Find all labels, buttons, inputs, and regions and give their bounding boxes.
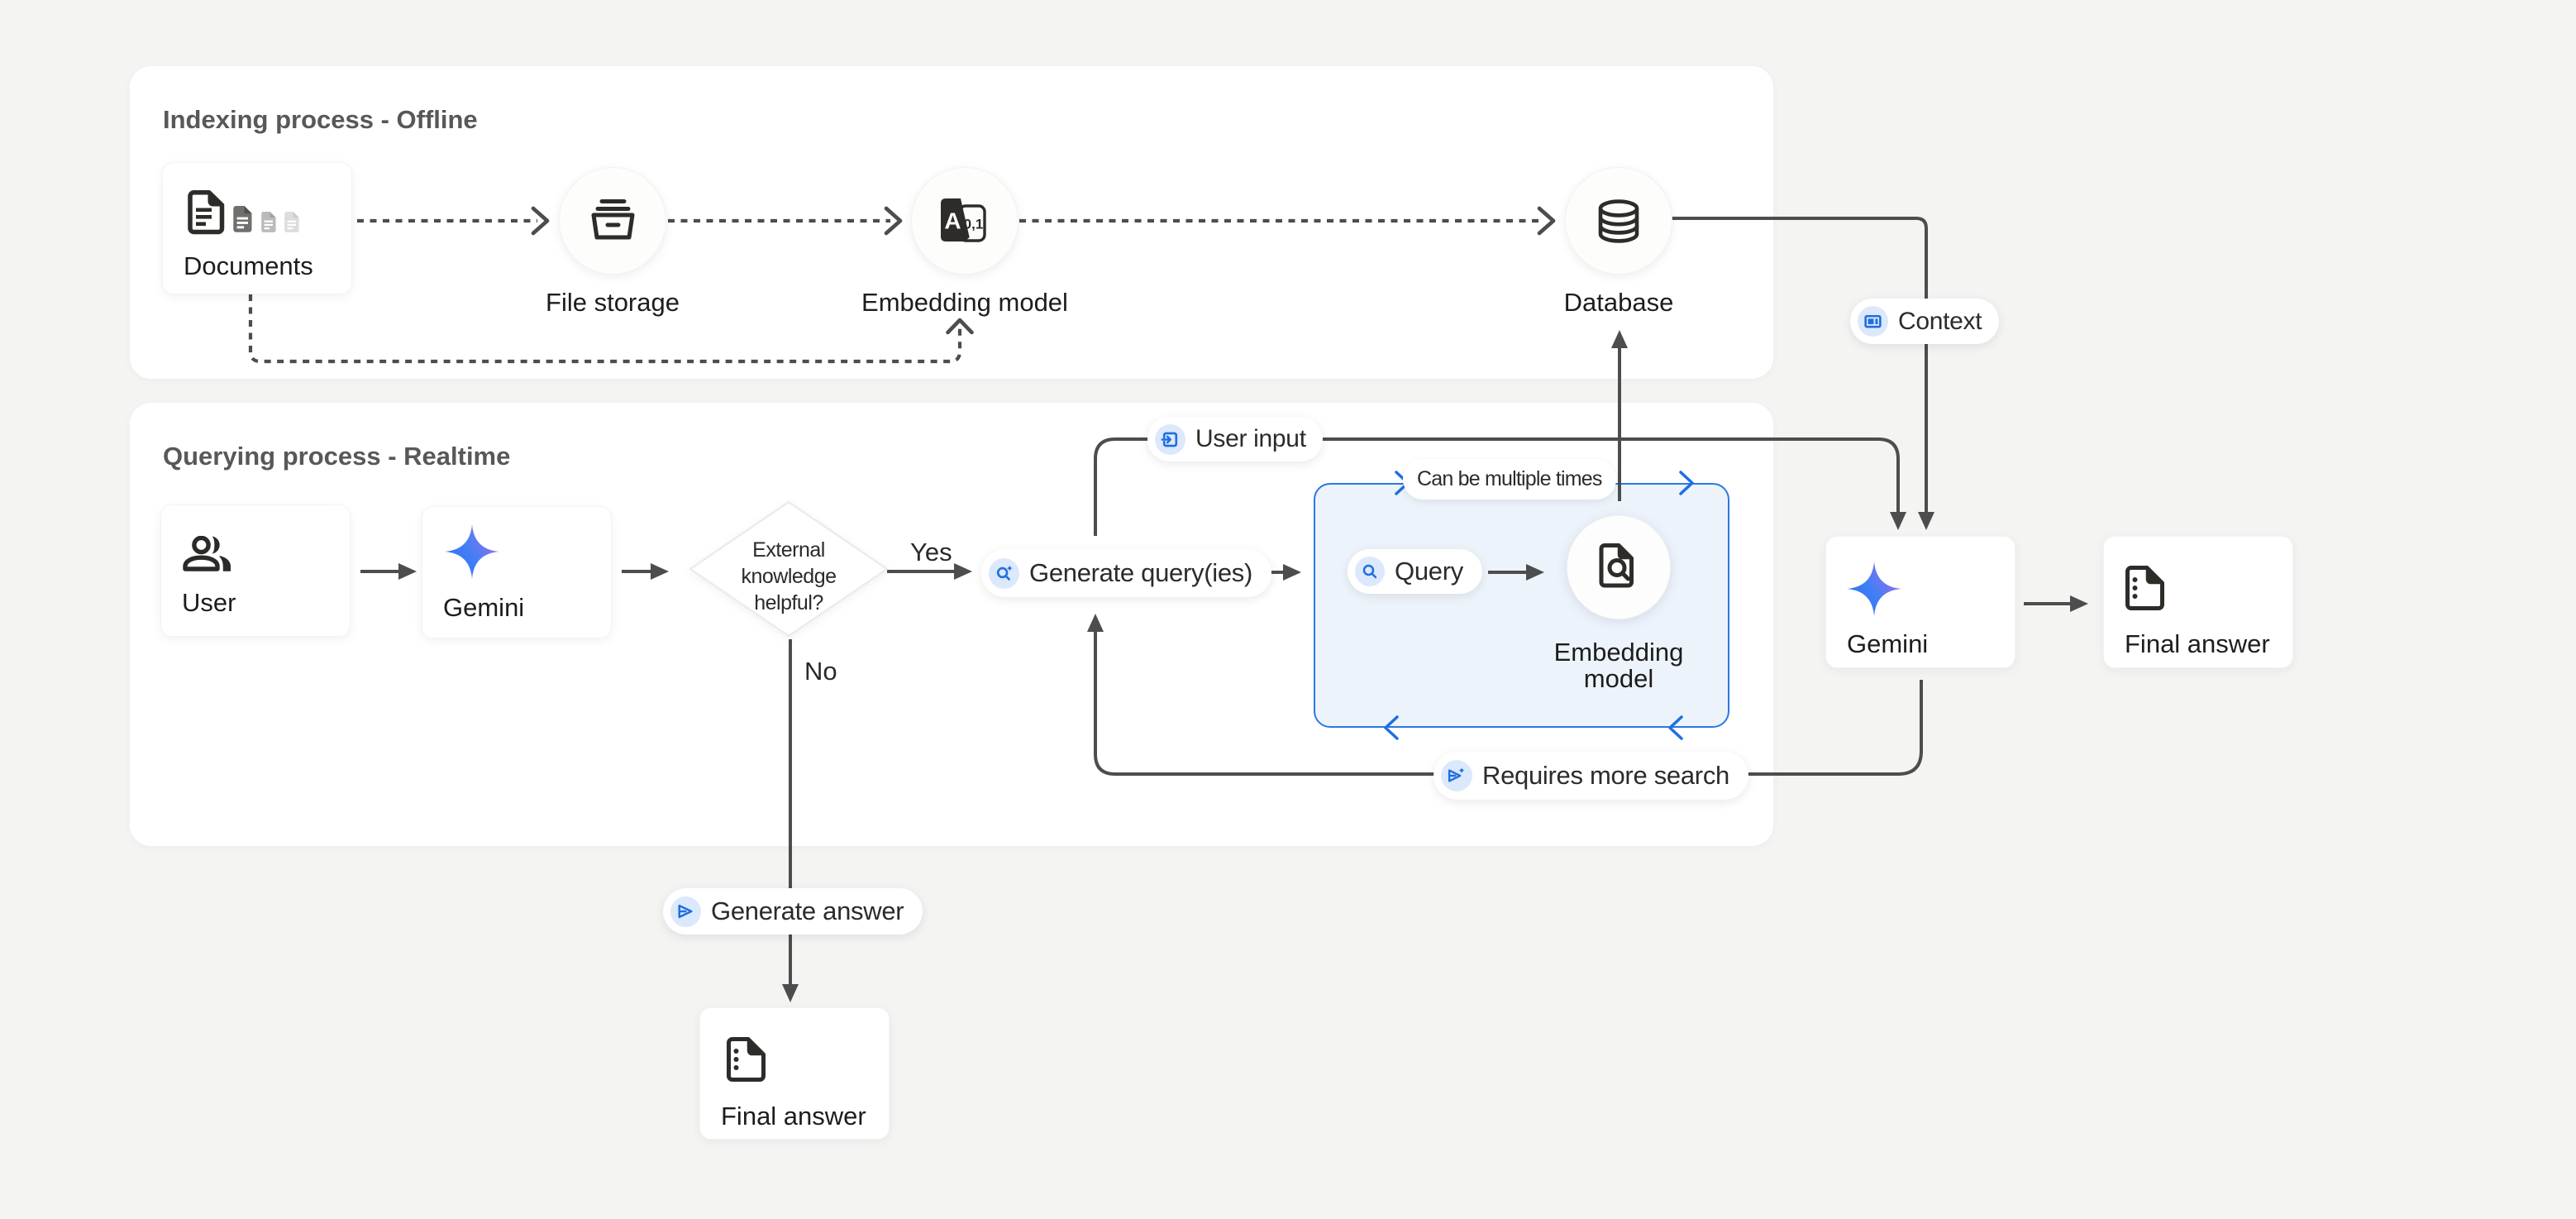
svg-text:A: A <box>944 208 961 234</box>
svg-text:0,1: 0,1 <box>964 217 984 232</box>
